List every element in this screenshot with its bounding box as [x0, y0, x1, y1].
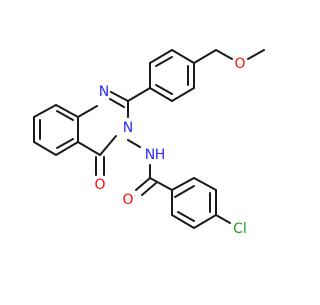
structure-svg: N N O N H O O Cl [0, 0, 300, 300]
bond [171, 214, 195, 229]
pyrimidinone-ring [77, 91, 141, 176]
chlorophenyl-ring [171, 177, 231, 229]
background [0, 0, 300, 300]
bond [177, 211, 195, 222]
amide-group [135, 164, 173, 196]
bond [174, 185, 195, 198]
bond [149, 87, 173, 102]
molecule-diagram: N N O N H O O Cl [0, 0, 300, 300]
atom-label-o-methoxy: O [234, 56, 245, 72]
bond [127, 139, 141, 148]
methoxyphenyl-ring [127, 49, 265, 102]
atom-label-nh-n: N [145, 147, 155, 163]
bond [77, 105, 98, 118]
bond [149, 177, 173, 191]
atom-label-o-amide: O [122, 192, 133, 208]
bond [33, 104, 57, 118]
bond [110, 91, 129, 102]
atom-label-nh-h: H [155, 147, 166, 163]
bond [193, 49, 217, 64]
bond [55, 104, 79, 118]
bond [149, 49, 173, 64]
bond [55, 141, 79, 156]
bond [215, 214, 231, 224]
bond [171, 87, 195, 102]
atom-label-n1: N [99, 84, 109, 100]
bond [247, 49, 265, 60]
bond [171, 49, 195, 64]
atom-label-cl: Cl [233, 221, 247, 237]
bond [127, 87, 151, 102]
bond [215, 49, 233, 60]
bond [109, 98, 125, 108]
bond [141, 182, 157, 196]
bond [99, 135, 117, 156]
atom-label-o4: O [94, 177, 105, 193]
bond [33, 141, 57, 156]
bond [135, 177, 151, 191]
bond [77, 141, 101, 156]
bond [56, 110, 74, 121]
bond [56, 138, 74, 149]
bond [155, 84, 173, 95]
bond [193, 214, 217, 229]
bond [193, 177, 217, 191]
benzo-ring [33, 104, 79, 156]
atom-label-n3: N [123, 120, 133, 136]
bond [155, 56, 173, 67]
bond [171, 177, 195, 191]
